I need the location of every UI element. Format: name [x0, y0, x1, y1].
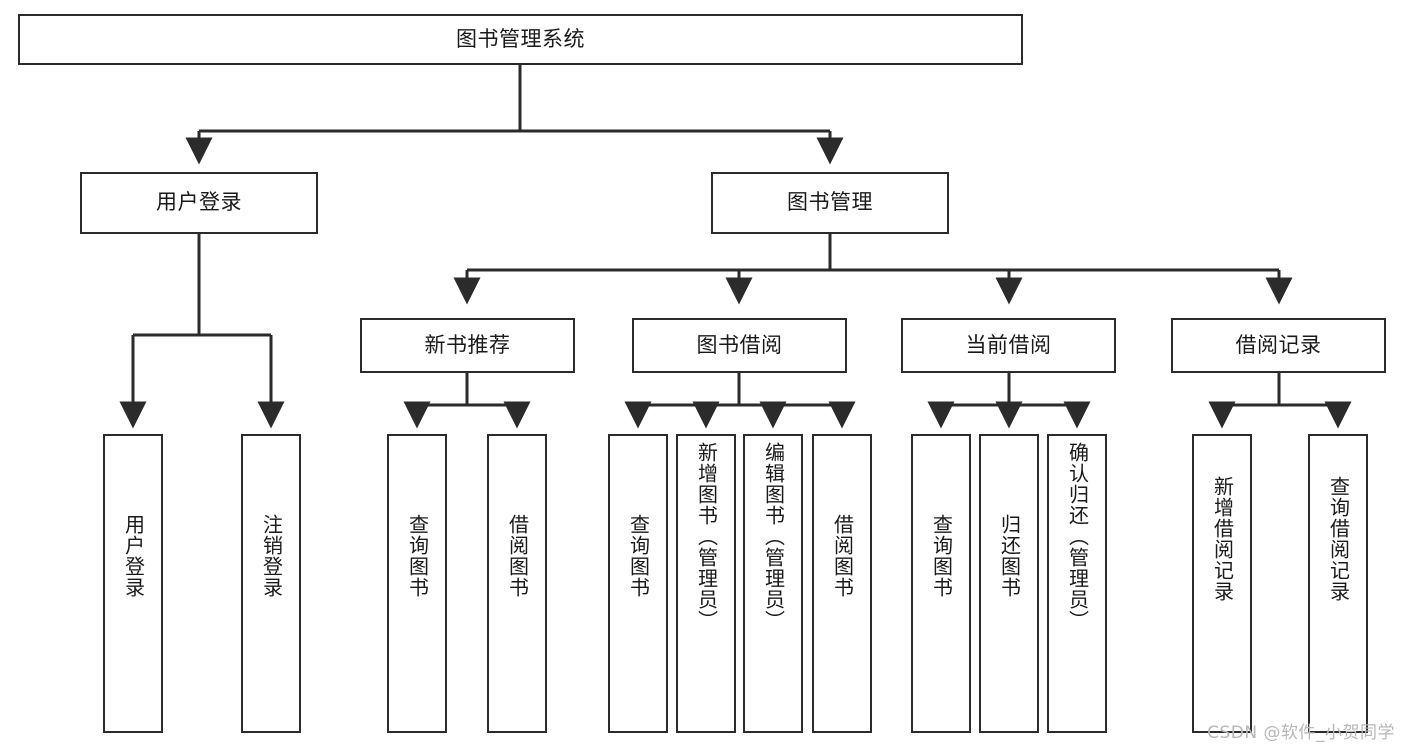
node-root-label: 图书管理系统 — [456, 26, 585, 51]
leaf-recommend-query-book[interactable]: 查询图书 — [387, 434, 447, 733]
leaf-borrow-query-book[interactable]: 查询图书 — [608, 434, 668, 733]
leaf-borrow-edit-book[interactable]: 编辑图书（管理员） — [743, 434, 803, 733]
leaf-record-query-record-label: 查询借阅记录 — [1326, 476, 1351, 602]
node-book-borrow[interactable]: 图书借阅 — [632, 318, 847, 373]
leaf-borrow-query-book-label: 查询图书 — [626, 514, 651, 598]
leaf-current-confirm-return-label: 确认归还（管理员） — [1065, 442, 1090, 631]
leaf-borrow-borrow-book-label: 借阅图书 — [830, 514, 855, 598]
leaf-current-return-book[interactable]: 归还图书 — [979, 434, 1039, 733]
node-user-login-label: 用户登录 — [156, 190, 242, 215]
leaf-current-return-book-label: 归还图书 — [997, 514, 1022, 598]
leaf-current-query-book[interactable]: 查询图书 — [911, 434, 971, 733]
leaf-user-login-signin-label: 用户登录 — [121, 514, 146, 598]
leaf-user-login-signout[interactable]: 注销登录 — [241, 434, 301, 733]
leaf-user-login-signout-label: 注销登录 — [259, 514, 284, 598]
node-current-borrow-label: 当前借阅 — [965, 332, 1052, 357]
leaf-borrow-edit-book-label: 编辑图书（管理员） — [761, 442, 786, 631]
leaf-current-confirm-return[interactable]: 确认归还（管理员） — [1047, 434, 1107, 733]
leaf-record-query-record[interactable]: 查询借阅记录 — [1308, 434, 1368, 733]
node-user-login[interactable]: 用户登录 — [80, 172, 318, 234]
node-new-book-recommend-label: 新书推荐 — [424, 332, 511, 357]
node-book-borrow-label: 图书借阅 — [696, 332, 783, 357]
node-current-borrow[interactable]: 当前借阅 — [901, 318, 1116, 373]
node-book-management-label: 图书管理 — [787, 190, 873, 215]
leaf-borrow-add-book[interactable]: 新增图书（管理员） — [676, 434, 736, 733]
node-new-book-recommend[interactable]: 新书推荐 — [360, 318, 575, 373]
node-borrow-record-label: 借阅记录 — [1235, 332, 1322, 357]
leaf-record-add-record[interactable]: 新增借阅记录 — [1192, 434, 1252, 733]
leaf-record-add-record-label: 新增借阅记录 — [1210, 476, 1235, 602]
node-book-management[interactable]: 图书管理 — [711, 172, 949, 234]
node-root[interactable]: 图书管理系统 — [18, 14, 1023, 65]
leaf-recommend-borrow-book-label: 借阅图书 — [505, 514, 530, 598]
leaf-recommend-borrow-book[interactable]: 借阅图书 — [487, 434, 547, 733]
leaf-borrow-add-book-label: 新增图书（管理员） — [694, 442, 719, 631]
leaf-borrow-borrow-book[interactable]: 借阅图书 — [812, 434, 872, 733]
leaf-recommend-query-book-label: 查询图书 — [405, 514, 430, 598]
leaf-user-login-signin[interactable]: 用户登录 — [103, 434, 163, 733]
node-borrow-record[interactable]: 借阅记录 — [1171, 318, 1386, 373]
leaf-current-query-book-label: 查询图书 — [929, 514, 954, 598]
